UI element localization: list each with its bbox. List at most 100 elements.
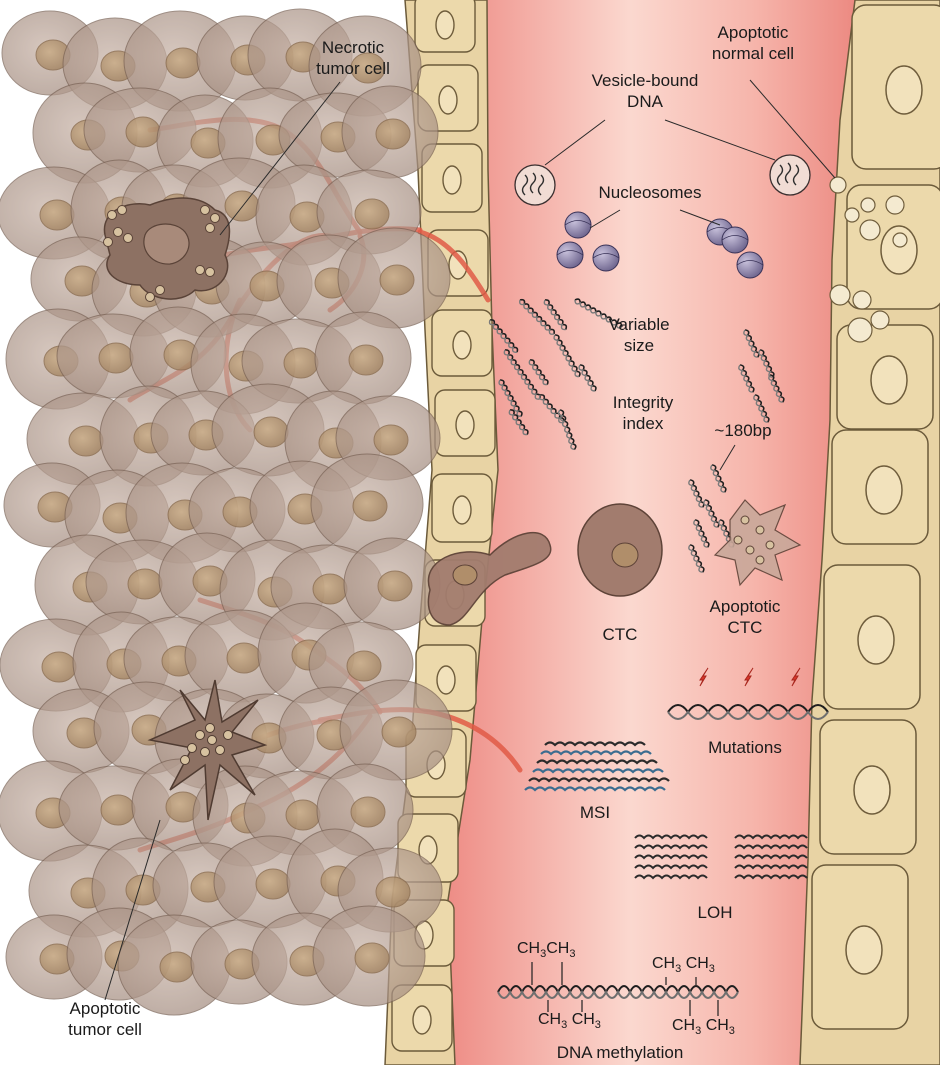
tumor-cell-nucleus bbox=[166, 48, 200, 78]
cell-nucleus bbox=[854, 766, 890, 814]
tumor-cell-nucleus bbox=[284, 348, 318, 378]
tumor-cell-nucleus bbox=[382, 717, 416, 747]
apoptotic-body bbox=[848, 318, 872, 342]
tumor-cell-nucleus bbox=[225, 191, 259, 221]
apoptotic-body bbox=[845, 208, 859, 222]
label-apoptotic-ctc: Apoptotic CTC bbox=[695, 596, 795, 638]
apoptotic-body bbox=[196, 731, 205, 740]
tumor-cell-nucleus bbox=[69, 426, 103, 456]
tumor-cell-nucleus bbox=[378, 571, 412, 601]
label-vesicle-bound-dna: Vesicle-bound DNA bbox=[580, 70, 710, 112]
cell-nucleus bbox=[886, 66, 922, 114]
label-loh: LOH bbox=[685, 902, 745, 923]
tumor-cell-nucleus bbox=[380, 265, 414, 295]
tumor-cell-nucleus bbox=[351, 797, 385, 827]
nucleosome bbox=[722, 227, 748, 253]
necrotic-debris bbox=[206, 268, 215, 277]
vesicle-bound-dna bbox=[515, 165, 555, 205]
nucleosome bbox=[565, 212, 591, 238]
tumor-cell-nucleus bbox=[42, 652, 76, 682]
label-apoptotic-normal-cell: Apoptotic normal cell bbox=[688, 22, 818, 64]
apoptotic-body bbox=[741, 516, 749, 524]
apoptotic-body bbox=[853, 291, 871, 309]
cell-nucleus bbox=[453, 331, 471, 359]
apoptotic-body bbox=[208, 736, 217, 745]
tumor-cell-nucleus bbox=[256, 869, 290, 899]
apoptotic-body bbox=[216, 746, 225, 755]
tumor-cell-nucleus bbox=[347, 651, 381, 681]
label-msi: MSI bbox=[565, 802, 625, 823]
tumor-cell-nucleus bbox=[453, 565, 477, 585]
cell-nucleus bbox=[846, 926, 882, 974]
label-nucleosomes: Nucleosomes bbox=[590, 182, 710, 203]
necrotic-debris bbox=[108, 211, 117, 220]
nucleosome bbox=[737, 252, 763, 278]
necrotic-nucleus bbox=[144, 224, 189, 264]
tumor-cell-nucleus bbox=[126, 117, 160, 147]
tumor-cell-nucleus bbox=[349, 345, 383, 375]
tumor-cell-nucleus bbox=[374, 425, 408, 455]
apoptotic-body bbox=[746, 546, 754, 554]
tumor-cell-nucleus bbox=[99, 343, 133, 373]
necrotic-debris bbox=[201, 206, 210, 215]
tumor-cell-nucleus bbox=[254, 417, 288, 447]
cell-nucleus bbox=[439, 86, 457, 114]
necrotic-debris bbox=[206, 224, 215, 233]
label-necrotic-tumor-cell: Necrotic tumor cell bbox=[298, 37, 408, 79]
label-ctc: CTC bbox=[590, 624, 650, 645]
nucleosome bbox=[593, 245, 619, 271]
vesicle bbox=[515, 165, 555, 205]
methyl-label: CH3 CH3 bbox=[652, 955, 715, 973]
methyl-label: CH3CH3 bbox=[517, 940, 575, 958]
tumor-cell-nucleus bbox=[40, 200, 74, 230]
tumor-mass bbox=[0, 9, 452, 1015]
cell-nucleus bbox=[443, 166, 461, 194]
apoptotic-body bbox=[860, 220, 880, 240]
apoptotic-body bbox=[766, 541, 774, 549]
tumor-cell-nucleus bbox=[376, 877, 410, 907]
label-mutations: Mutations bbox=[690, 737, 800, 758]
necrotic-debris bbox=[196, 266, 205, 275]
tumor-cell-nucleus bbox=[355, 943, 389, 973]
label-dna-methylation: DNA methylation bbox=[530, 1042, 710, 1063]
cell-nucleus bbox=[858, 616, 894, 664]
necrotic-debris bbox=[146, 293, 155, 302]
tumor-cell-nucleus bbox=[286, 800, 320, 830]
cell-nucleus bbox=[453, 496, 471, 524]
apoptotic-body bbox=[181, 756, 190, 765]
tumor-cell-nucleus bbox=[355, 199, 389, 229]
cell-nucleus bbox=[866, 466, 902, 514]
apoptotic-body bbox=[893, 233, 907, 247]
tumor-cell-nucleus bbox=[128, 569, 162, 599]
tumor-cell-nucleus bbox=[376, 119, 410, 149]
methyl-label: CH3 CH3 bbox=[538, 1011, 601, 1029]
label-fragment-size: ~180bp bbox=[698, 420, 788, 441]
cell-nucleus bbox=[437, 666, 455, 694]
apoptotic-body bbox=[201, 748, 210, 757]
apoptotic-body bbox=[830, 177, 846, 193]
apoptotic-body bbox=[756, 556, 764, 564]
label-variable-size: Variable size bbox=[594, 314, 684, 356]
cell-nucleus bbox=[413, 1006, 431, 1034]
necrotic-debris bbox=[114, 228, 123, 237]
nucleosome bbox=[557, 242, 583, 268]
apoptotic-body bbox=[861, 198, 875, 212]
label-apoptotic-tumor-cell: Apoptotic tumor cell bbox=[50, 998, 160, 1040]
apoptotic-body bbox=[206, 724, 215, 733]
vesicle-bound-dna bbox=[770, 155, 810, 195]
necrotic-debris bbox=[156, 286, 165, 295]
ctc-nucleus bbox=[612, 543, 638, 567]
label-integrity-index: Integrity index bbox=[598, 392, 688, 434]
tumor-cell-nucleus bbox=[227, 643, 261, 673]
necrotic-debris bbox=[118, 206, 127, 215]
cell-nucleus bbox=[456, 411, 474, 439]
tumor-cell-nucleus bbox=[101, 795, 135, 825]
necrotic-debris bbox=[124, 234, 133, 243]
apoptotic-body bbox=[886, 196, 904, 214]
apoptotic-body bbox=[224, 731, 233, 740]
apoptotic-body bbox=[188, 744, 197, 753]
cell-nucleus bbox=[436, 11, 454, 39]
cell-nucleus bbox=[871, 356, 907, 404]
apoptotic-body bbox=[830, 285, 850, 305]
tumor-cell-nucleus bbox=[313, 574, 347, 604]
